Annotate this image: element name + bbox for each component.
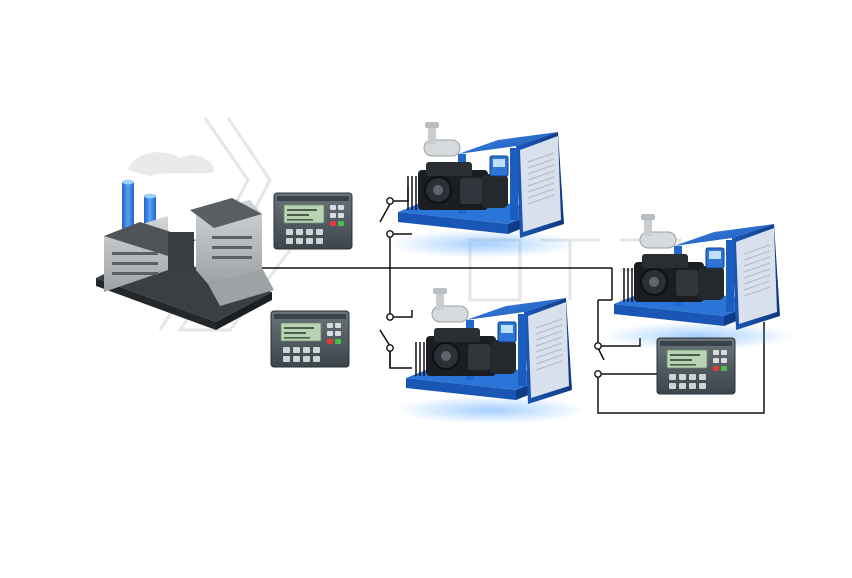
generator-2 — [395, 287, 587, 425]
controller-3 — [656, 337, 736, 395]
factory-icon — [96, 152, 274, 330]
controller-2 — [270, 310, 350, 368]
generator-3 — [603, 213, 795, 351]
generator-1 — [387, 121, 579, 259]
controller-1 — [273, 192, 353, 250]
switch-contacts — [386, 197, 602, 378]
